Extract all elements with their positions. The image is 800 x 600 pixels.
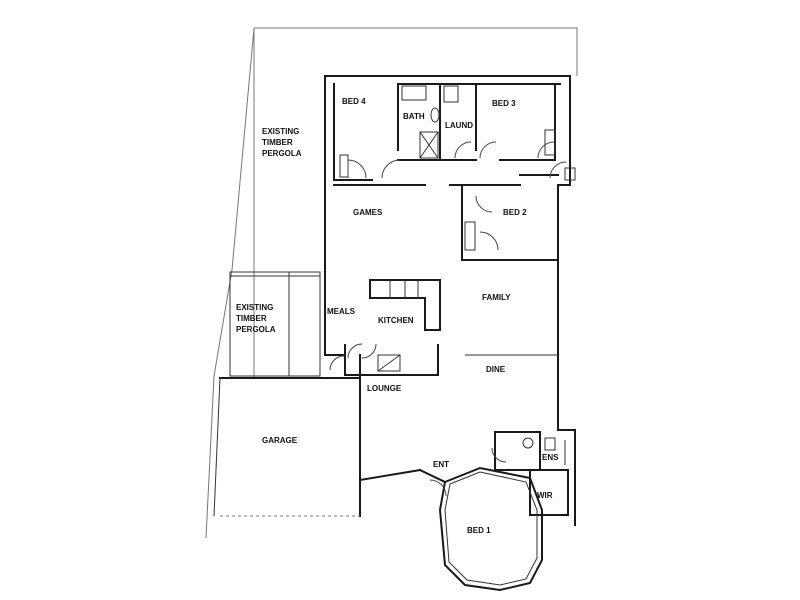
label-bed1: BED 1 bbox=[467, 526, 491, 535]
room-labels: EXISTING TIMBER PERGOLA BED 4 BATH LAUND… bbox=[236, 97, 559, 535]
door-swings bbox=[329, 141, 567, 497]
label-pergola-side-2: TIMBER bbox=[236, 314, 267, 323]
label-pergola-top-3: PERGOLA bbox=[262, 149, 302, 158]
garage bbox=[213, 377, 361, 517]
label-meals: MEALS bbox=[327, 307, 356, 316]
bed2-walls bbox=[461, 184, 559, 261]
label-pergola-side-1: EXISTING bbox=[236, 303, 273, 312]
side-pergola bbox=[229, 271, 321, 377]
internal-walls-top bbox=[333, 83, 576, 186]
bed1-walls bbox=[438, 466, 543, 592]
label-lounge: LOUNGE bbox=[367, 384, 402, 393]
label-kitchen: KITCHEN bbox=[378, 316, 414, 325]
label-dine: DINE bbox=[486, 365, 506, 374]
label-games: GAMES bbox=[353, 208, 383, 217]
exterior-walls bbox=[324, 75, 571, 484]
label-pergola-top-1: EXISTING bbox=[262, 127, 299, 136]
label-bed4: BED 4 bbox=[342, 97, 366, 106]
label-pergola-side-3: PERGOLA bbox=[236, 325, 276, 334]
site-boundary bbox=[205, 27, 578, 539]
label-pergola-top-2: TIMBER bbox=[262, 138, 293, 147]
label-family: FAMILY bbox=[482, 293, 511, 302]
label-bath: BATH bbox=[403, 112, 425, 121]
label-ens: ENS bbox=[542, 453, 559, 462]
label-wir: WIR bbox=[537, 491, 553, 500]
label-ent: ENT bbox=[433, 460, 449, 469]
kitchen-walls bbox=[344, 279, 441, 376]
label-bed2: BED 2 bbox=[503, 208, 527, 217]
living-walls bbox=[465, 354, 576, 526]
label-garage: GARAGE bbox=[262, 436, 298, 445]
label-laund: LAUND bbox=[445, 121, 473, 130]
label-bed3: BED 3 bbox=[492, 99, 516, 108]
